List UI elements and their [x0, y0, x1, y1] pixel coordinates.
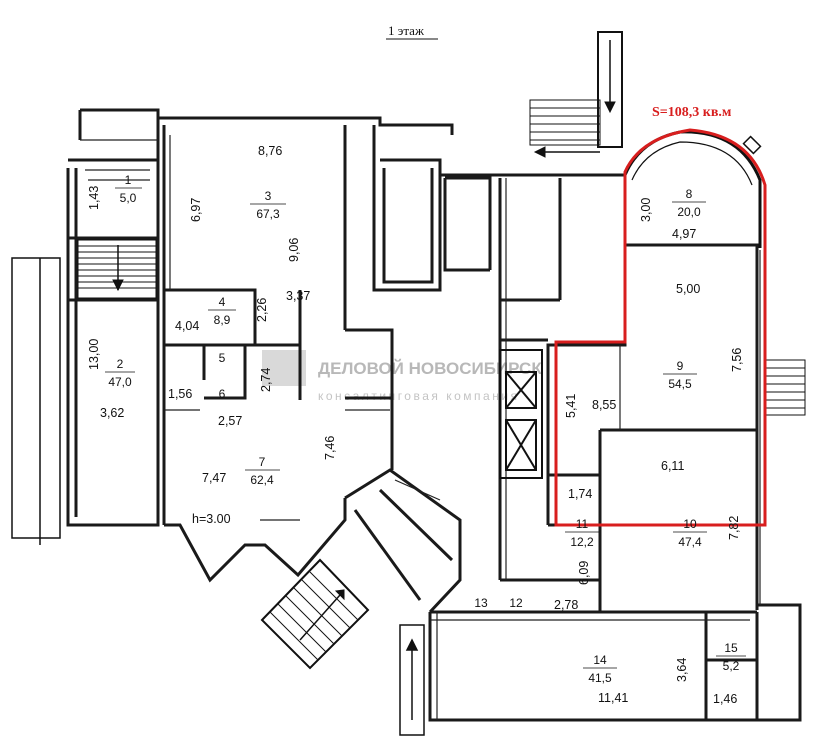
area-note: S=108,3 кв.м: [652, 105, 732, 120]
bay-column: [742, 135, 762, 155]
room-area: 12,2: [570, 535, 594, 549]
dimension-label: 5,00: [676, 282, 700, 296]
dimension-label: 6,11: [661, 459, 684, 473]
room-number: 15: [724, 641, 738, 655]
room-area: 8,9: [214, 313, 231, 327]
room-number: 9: [677, 359, 684, 373]
dimension-label: 7,46: [323, 436, 337, 460]
room-area: 67,3: [256, 207, 280, 221]
dimension-label: 1,46: [713, 692, 737, 706]
stair-right: [764, 359, 806, 416]
stair-left: [77, 239, 157, 299]
room-area: 5,2: [723, 659, 740, 673]
elevators: [499, 349, 543, 479]
room-number: 4: [219, 295, 226, 309]
dimension-label: 6,09: [577, 561, 591, 585]
room-area: 5,0: [120, 191, 137, 205]
room-number: 6: [219, 387, 226, 401]
dimension-label: 3,64: [675, 658, 689, 682]
dimension-label: 3,00: [639, 198, 653, 222]
room-number: 1: [125, 173, 132, 187]
dimension-label: 9,06: [287, 238, 301, 262]
dimension-label: 2,74: [259, 368, 273, 392]
dimension-label: 4,97: [672, 227, 696, 241]
dimension-label: 2,57: [218, 414, 242, 428]
room-area: 41,5: [588, 671, 612, 685]
room-number: 10: [683, 517, 697, 531]
room-number: 12: [509, 596, 523, 610]
room-area: 62,4: [250, 473, 274, 487]
dimension-label: 7,82: [727, 516, 741, 540]
room-area: 47,4: [678, 535, 702, 549]
dimension-label: 7,56: [730, 348, 744, 372]
dimension-label: h=3.00: [192, 512, 231, 526]
highlight-outline: [554, 128, 767, 527]
stair-bottom-diagonal: [260, 558, 370, 670]
dimension-labels: 8,76 6,97 9,06 3,37 1,43 13,00 3,62 4,04…: [87, 144, 744, 706]
watermark-line2: консалтинговая компания: [318, 389, 520, 403]
dimension-label: 2,26: [255, 298, 269, 322]
room-number: 8: [686, 187, 693, 201]
watermark-line1: ДЕЛОВОЙ НОВОСИБИРСК: [318, 359, 542, 378]
floor-title: 1 этаж: [388, 23, 425, 38]
dimension-label: 1,74: [568, 487, 592, 501]
room-number: 7: [259, 455, 266, 469]
dimension-label: 13,00: [87, 339, 101, 370]
thin-walls: [80, 135, 761, 720]
room-number: 5: [219, 351, 226, 365]
exterior-hatch: [11, 257, 61, 539]
room8-bay-inner: [631, 141, 753, 186]
room-number: 13: [474, 596, 488, 610]
dimension-label: 8,76: [258, 144, 282, 158]
walls: [66, 108, 802, 722]
dimension-label: 5,41: [564, 394, 578, 418]
room-area: 54,5: [668, 377, 692, 391]
dimension-label: 3,37: [286, 289, 310, 303]
room-number: 3: [265, 189, 272, 203]
room-labels: 1 5,0 2 47,0 3 67,3 4 8,9 5 6 7 62,4 8 2…: [105, 173, 746, 685]
room-number: 2: [117, 357, 124, 371]
dimension-label: 2,78: [554, 598, 578, 612]
dimension-label: 1,56: [168, 387, 192, 401]
dimension-label: 4,04: [175, 319, 199, 333]
room-area: 47,0: [108, 375, 132, 389]
room-number: 11: [576, 517, 589, 531]
dimension-label: 7,47: [202, 471, 226, 485]
room-area: 20,0: [677, 205, 701, 219]
watermark: ДЕЛОВОЙ НОВОСИБИРСК консалтинговая компа…: [262, 350, 542, 403]
room-number: 14: [593, 653, 607, 667]
dimension-label: 3,62: [100, 406, 124, 420]
dimension-label: 11,41: [598, 691, 628, 705]
stair-top: [529, 31, 623, 158]
dimension-label: 1,43: [87, 186, 101, 210]
dimension-label: 6,97: [189, 198, 203, 222]
entrance-arrow-bottom: [399, 624, 425, 736]
dimension-label: 8,55: [592, 398, 616, 412]
